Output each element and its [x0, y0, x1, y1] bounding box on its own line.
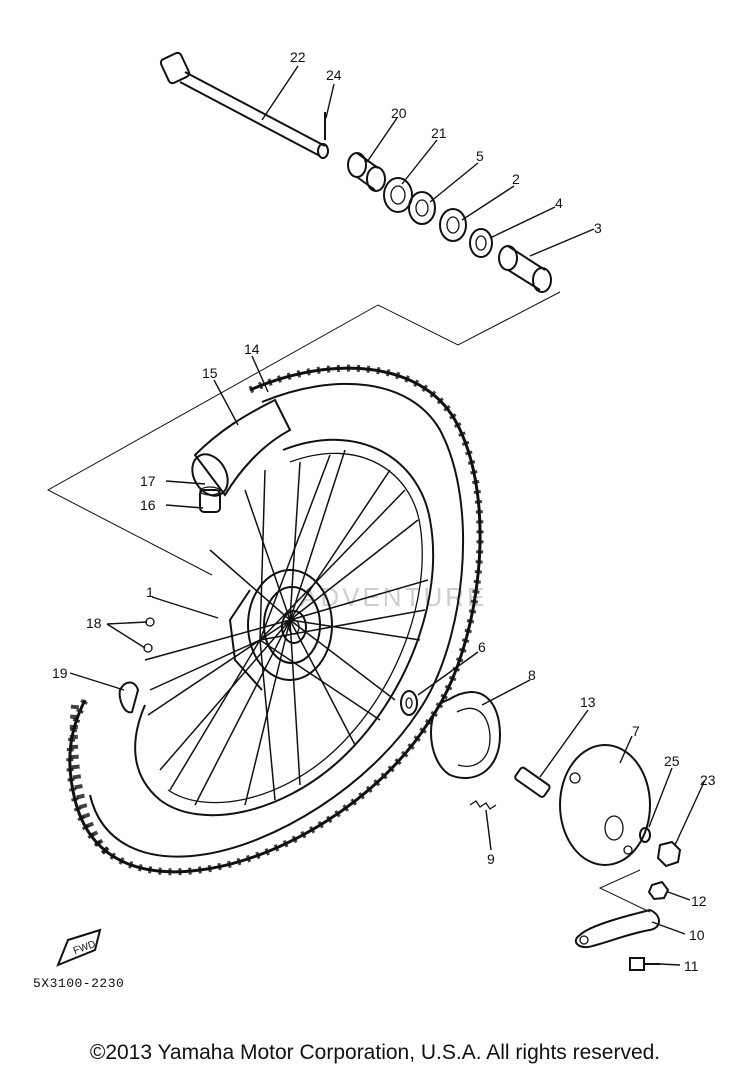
part-number-10: 10: [689, 927, 705, 943]
valve-parts: [199, 486, 221, 513]
oil-seal-6: [400, 690, 418, 716]
copyright-notice: ©2013 Yamaha Motor Corporation, U.S.A. A…: [89, 1041, 661, 1064]
part-number-21: 21: [431, 125, 447, 141]
inner-tube: [191, 398, 292, 497]
diagram-code: 5X3100-2230: [33, 976, 125, 991]
part-number-15: 15: [202, 365, 218, 381]
part-number-8: 8: [528, 667, 536, 683]
part-number-6: 6: [478, 639, 486, 655]
part-number-4: 4: [555, 195, 563, 211]
assembly-guide-lines: [46, 291, 651, 913]
bearing-5: [408, 191, 436, 225]
part-number-3: 3: [594, 220, 602, 236]
part-number-labels: 1 2 3 4 5 6 7 8 9 10 11 12 13 14 15 16 1…: [52, 49, 716, 974]
washer: [639, 827, 651, 843]
part-number-22: 22: [290, 49, 306, 65]
rim: [134, 438, 435, 817]
rim-band: [118, 681, 140, 714]
bearing-2: [439, 208, 467, 242]
part-number-20: 20: [391, 105, 407, 121]
part-number-16: 16: [140, 497, 156, 513]
part-number-18: 18: [86, 615, 102, 631]
part-number-23: 23: [700, 772, 716, 788]
part-number-9: 9: [487, 851, 495, 867]
lever-bolt: [629, 957, 660, 971]
leader-lines: [69, 65, 706, 966]
brake-spring: [469, 800, 497, 810]
brake-shoes: [430, 691, 502, 780]
camshaft-lever: [574, 908, 660, 949]
hub: [228, 569, 333, 691]
tire: [66, 364, 484, 876]
front-axle: [159, 51, 329, 159]
part-number-2: 2: [512, 171, 520, 187]
spokes: [144, 449, 429, 806]
part-number-25: 25: [664, 753, 680, 769]
part-number-14: 14: [244, 341, 260, 357]
axle-nut: [656, 840, 682, 868]
part-number-24: 24: [326, 67, 342, 83]
part-number-5: 5: [476, 148, 484, 164]
part-number-13: 13: [580, 694, 596, 710]
part-number-17: 17: [140, 473, 156, 489]
part-number-12: 12: [691, 893, 707, 909]
spacer: [498, 245, 552, 293]
part-number-1: 1: [146, 584, 154, 600]
part-number-19: 19: [52, 665, 68, 681]
spacer-flange: [469, 228, 493, 258]
part-number-7: 7: [632, 723, 640, 739]
fwd-arrow: FWD: [56, 928, 102, 967]
part-number-11: 11: [684, 958, 699, 974]
collar: [347, 152, 386, 192]
brake-shoe-plate: [559, 744, 651, 866]
lever-nut: [647, 880, 670, 901]
oil-seal: [383, 177, 413, 213]
brake-camshaft: [514, 766, 551, 798]
spoke-nipples: [143, 617, 155, 653]
